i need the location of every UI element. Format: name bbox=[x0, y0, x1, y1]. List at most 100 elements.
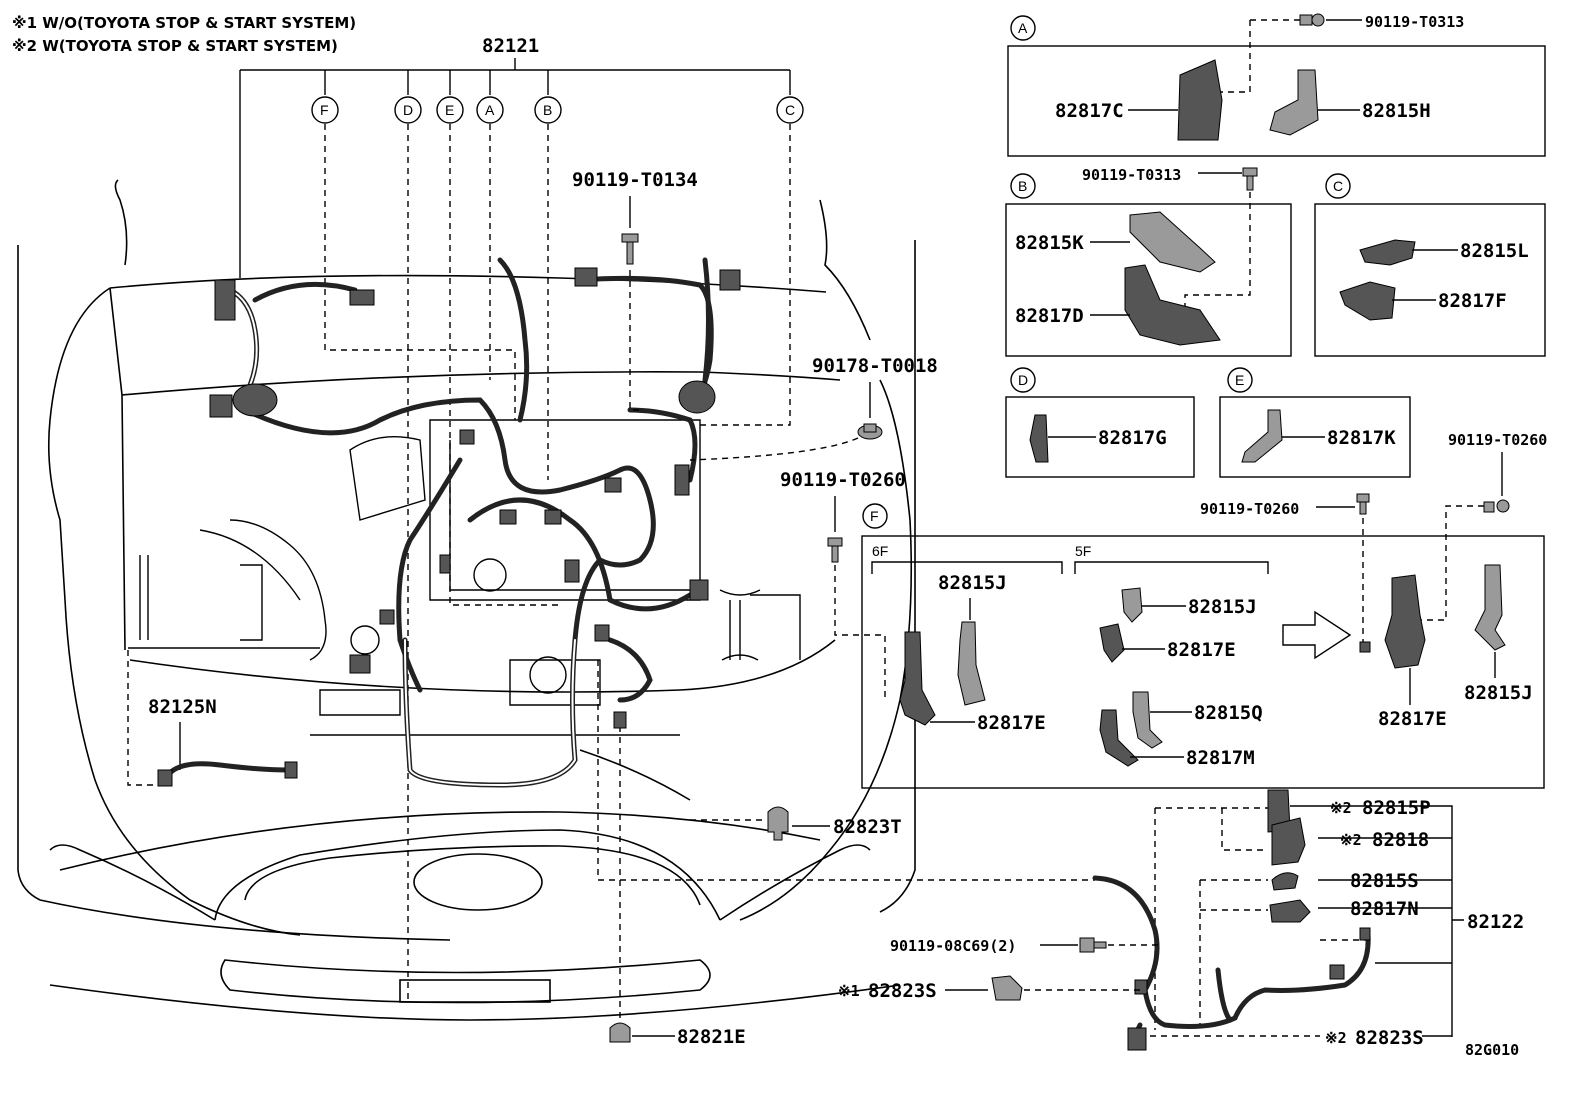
battery-harness-bracket bbox=[1290, 805, 1464, 1037]
part-82823s-2-label: 82823S bbox=[1355, 1027, 1424, 1049]
part-82817d-shape bbox=[1124, 264, 1221, 346]
part-82815p-label: 82815P bbox=[1362, 797, 1431, 819]
sub-harness-wire bbox=[165, 761, 291, 778]
part-82817m-shape bbox=[1099, 709, 1139, 767]
svg-text:A: A bbox=[1018, 20, 1028, 36]
engine-components bbox=[139, 419, 801, 716]
bolt-icon bbox=[1356, 493, 1370, 515]
note-1: ※1 W/O(TOYOTA STOP & START SYSTEM) bbox=[12, 14, 356, 32]
part-82817e-right-label: 82817E bbox=[1378, 708, 1447, 730]
svg-text:B: B bbox=[1018, 178, 1027, 194]
clip-icon bbox=[857, 423, 883, 440]
part-82817k-shape bbox=[1241, 409, 1283, 463]
bolt-icon bbox=[1242, 167, 1258, 191]
panel-c: C 82815L 82817F bbox=[1314, 173, 1546, 357]
bolt-90119-t0134-label: 90119-T0134 bbox=[572, 169, 698, 191]
clamp-82821e-label: 82821E bbox=[677, 1026, 746, 1048]
part-82817n-shape bbox=[1269, 899, 1311, 923]
circle-b: B bbox=[534, 96, 562, 124]
harness-bracket bbox=[239, 58, 791, 278]
battery-harness-group: 82122 ※2 82815P ※2 82818 82815S 82817N 9… bbox=[838, 789, 1524, 1051]
panel-e-tag bbox=[1227, 367, 1253, 393]
part-82815j-right-label: 82815J bbox=[1464, 682, 1533, 704]
svg-text:C: C bbox=[1333, 178, 1343, 194]
panel-a-tag bbox=[1010, 15, 1036, 41]
panel-a: A 90119-T0313 82817C 82815H bbox=[1007, 13, 1546, 157]
harness-82121-label: 82121 bbox=[482, 35, 539, 57]
part-82815j-5f-label: 82815J bbox=[1188, 596, 1257, 618]
bolt-icon bbox=[1299, 13, 1325, 27]
leader-e bbox=[449, 124, 560, 606]
part-82817e-6f-shape bbox=[899, 631, 936, 726]
clamp-82821e-part bbox=[613, 711, 627, 729]
panel-b-bolt-label: 90119-T0313 bbox=[1082, 166, 1181, 184]
svg-text:F: F bbox=[870, 508, 879, 524]
circle-d: D bbox=[394, 96, 422, 124]
panel-f-tag bbox=[862, 503, 888, 529]
figure-code: 82G010 bbox=[1465, 1041, 1519, 1059]
bolt-t0260-dash bbox=[834, 565, 886, 700]
group-6f-bracket bbox=[871, 561, 1063, 574]
part-82817c-label: 82817C bbox=[1055, 100, 1124, 122]
part-82815s-label: 82815S bbox=[1350, 870, 1419, 892]
sub-harness-82125n-label: 82125N bbox=[148, 696, 217, 718]
svg-text:C: C bbox=[785, 102, 795, 118]
panel-b-tag bbox=[1010, 173, 1036, 199]
part-82817g-label: 82817G bbox=[1098, 427, 1167, 449]
sub-harness-dash bbox=[127, 650, 160, 786]
bolt-90119-08c69-label: 90119-08C69(2) bbox=[890, 937, 1016, 955]
harness-82122-label: 82122 bbox=[1467, 911, 1524, 933]
part-82817d-label: 82817D bbox=[1015, 305, 1084, 327]
part-82818-label: 82818 bbox=[1372, 829, 1429, 851]
clamp-icon bbox=[609, 1022, 631, 1043]
part-82818-prefix: ※2 bbox=[1340, 831, 1362, 849]
note-2: ※2 W(TOYOTA STOP & START SYSTEM) bbox=[12, 37, 338, 55]
clamp-icon bbox=[767, 806, 789, 841]
panel-c-tag bbox=[1325, 173, 1351, 199]
part-82817f-shape bbox=[1339, 281, 1396, 321]
circle-f: F bbox=[311, 96, 339, 124]
bolt-icon bbox=[1483, 499, 1510, 513]
panel-d-tag bbox=[1010, 367, 1036, 393]
part-82817f-label: 82817F bbox=[1438, 290, 1507, 312]
panel-b: B 90119-T0313 82815K 82817D bbox=[1005, 166, 1292, 357]
part-82815j-6f-label: 82815J bbox=[938, 572, 1007, 594]
part-82817k-label: 82817K bbox=[1327, 427, 1396, 449]
circle-c: C bbox=[776, 96, 804, 124]
svg-text:D: D bbox=[1018, 372, 1028, 388]
bolt-icon bbox=[827, 537, 843, 563]
part-82815q-label: 82815Q bbox=[1194, 702, 1263, 724]
part-82823s-1-shape bbox=[991, 975, 1023, 1001]
part-82815j-5f-shape bbox=[1121, 587, 1143, 623]
panel-f-bolt2-label: 90119-T0260 bbox=[1200, 500, 1299, 518]
link-to-battery-harness bbox=[597, 660, 1095, 881]
svg-text:A: A bbox=[485, 102, 495, 118]
clip-t0018-dash bbox=[689, 437, 859, 461]
part-82817e-5f-label: 82817E bbox=[1167, 639, 1236, 661]
part-82817e-6f-label: 82817E bbox=[977, 712, 1046, 734]
part-82815l-shape bbox=[1359, 239, 1416, 266]
bolt-icon bbox=[621, 233, 639, 265]
part-82817g-shape bbox=[1029, 414, 1049, 463]
part-82815h-shape bbox=[1269, 69, 1319, 136]
part-82823s-2-prefix: ※2 bbox=[1325, 1029, 1347, 1047]
panel-a-bolt-label: 90119-T0313 bbox=[1365, 13, 1464, 31]
part-82815j-right-shape bbox=[1474, 564, 1506, 651]
part-82815l-label: 82815L bbox=[1460, 240, 1529, 262]
panel-d: D 82817G bbox=[1005, 367, 1195, 478]
svg-text:D: D bbox=[403, 102, 413, 118]
clip-90178-t0018-label: 90178-T0018 bbox=[812, 355, 938, 377]
group-5f-bracket bbox=[1074, 561, 1269, 574]
leader-c bbox=[700, 124, 791, 426]
part-82817e-5f-shape bbox=[1099, 623, 1125, 663]
arrow-right-icon bbox=[1282, 610, 1352, 660]
svg-text:F: F bbox=[320, 102, 329, 118]
leader-f bbox=[324, 124, 516, 420]
group-5f-label: 5F bbox=[1075, 543, 1091, 559]
panel-e: E 82817K bbox=[1219, 367, 1411, 478]
bolt-90119-t0260-label: 90119-T0260 bbox=[780, 469, 906, 491]
panel-f: F 90119-T0260 90119-T0260 6F 82815J 8281… bbox=[861, 431, 1547, 789]
bolt-icon bbox=[1079, 937, 1107, 953]
